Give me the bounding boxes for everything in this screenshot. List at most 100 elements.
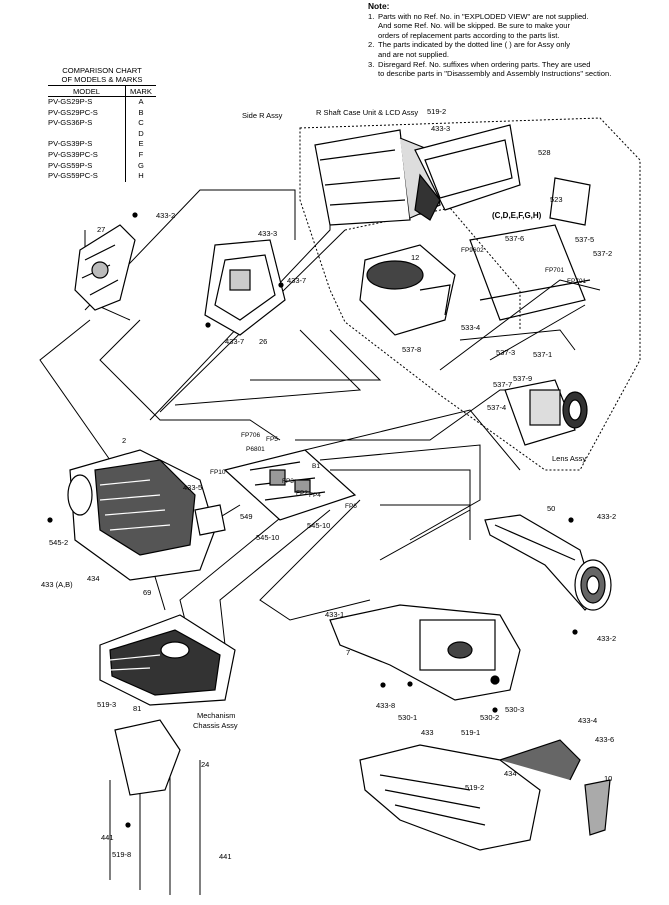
callout: 7 bbox=[346, 648, 350, 657]
callout: 537-9 bbox=[513, 374, 532, 383]
callout: 433-5 bbox=[183, 483, 202, 492]
mark-cell: A bbox=[125, 96, 156, 108]
note-item-2: 2. The parts indicated by the dotted lin… bbox=[368, 40, 664, 59]
screw-marks bbox=[47, 212, 578, 828]
mark-cell: D bbox=[125, 128, 156, 140]
callout: 537-8 bbox=[402, 345, 421, 354]
mark-cell: E bbox=[125, 139, 156, 150]
side-bracket-part bbox=[74, 224, 136, 311]
wire-line bbox=[304, 409, 521, 471]
callout: 433-7 bbox=[225, 337, 244, 346]
callout: 434 bbox=[504, 769, 517, 778]
callout: 50 bbox=[547, 504, 555, 513]
mechanism-label: Mechanism bbox=[197, 711, 235, 720]
wire-line bbox=[259, 499, 371, 621]
callout: 441 bbox=[219, 852, 232, 861]
table-row: PV-GS29P-S A bbox=[48, 96, 156, 108]
callout: 519-3 bbox=[97, 700, 116, 709]
note-item-3: 3. Disregard Ref. No. suffixes when orde… bbox=[368, 60, 664, 79]
wire-line bbox=[439, 279, 601, 371]
flex-connector-label: FP2 bbox=[296, 490, 308, 497]
note-block: Note: 1. Parts with no Ref. No. in "EXPL… bbox=[368, 1, 664, 79]
callout: 519-2 bbox=[465, 783, 484, 792]
callout: 2 bbox=[122, 436, 126, 445]
comparison-chart-title: COMPARISON CHART bbox=[62, 66, 142, 75]
callout: 433-7 bbox=[287, 276, 306, 285]
flex-connector-label: P6801 bbox=[246, 446, 265, 453]
comparison-chart: COMPARISON CHART OF MODELS & MARKS MODEL… bbox=[48, 66, 156, 182]
callout: 545-10 bbox=[256, 533, 279, 542]
lens-assy-part bbox=[504, 379, 588, 446]
callout: 433-3 bbox=[258, 229, 277, 238]
note-line: Disregard Ref. No. suffixes when orderin… bbox=[378, 59, 591, 69]
mechanism-chassis-part bbox=[99, 614, 236, 706]
flex-connector-label: FP6 bbox=[345, 503, 357, 510]
callout: 26 bbox=[259, 337, 267, 346]
wire-line bbox=[174, 329, 362, 406]
wire-line bbox=[219, 509, 331, 646]
bracket-plate-part bbox=[479, 279, 591, 301]
table-header-row: MODEL MARK bbox=[48, 85, 156, 97]
callout: 549 bbox=[240, 512, 253, 521]
flex-connector-label: FP701 bbox=[567, 278, 587, 285]
main-board-part bbox=[223, 449, 357, 521]
chassis-assy-label: Chassis Assy bbox=[193, 721, 238, 730]
callout: 533-4 bbox=[461, 323, 480, 332]
model-cell: PV-GS29PC-S bbox=[48, 107, 98, 117]
note-number: 3. bbox=[368, 59, 375, 69]
callout: 433-6 bbox=[595, 735, 614, 744]
note-line: to describe parts in "Disassembly and As… bbox=[378, 69, 612, 79]
model-cell: PV-GS39PC-S bbox=[48, 149, 98, 159]
callout: 530-3 bbox=[505, 705, 524, 714]
main-body-part bbox=[67, 449, 216, 581]
hand-strap-part bbox=[484, 514, 612, 611]
column-header-model: MODEL bbox=[48, 85, 126, 97]
flex-connector-label: FP9602 bbox=[461, 247, 484, 254]
callout: 537-5 bbox=[575, 235, 594, 244]
callout: 433-1 bbox=[325, 610, 344, 619]
callout: 69 bbox=[143, 588, 151, 597]
callout: 433-2 bbox=[597, 634, 616, 643]
flex-connector-label: FP10 bbox=[210, 469, 226, 476]
callout: 523 bbox=[550, 195, 563, 204]
callout: 545-10 bbox=[307, 521, 330, 530]
flex-connector-label: FP3 bbox=[282, 478, 294, 485]
flex-connector-label: FP5 bbox=[266, 436, 278, 443]
note-line: The parts indicated by the dotted line (… bbox=[378, 40, 571, 50]
model-cell: PV-GS29P-S bbox=[48, 97, 93, 106]
note-number: 1. bbox=[368, 11, 375, 21]
grip-cover-part bbox=[359, 739, 611, 851]
wire-line bbox=[84, 189, 296, 311]
callout: 537-2 bbox=[593, 249, 612, 258]
callout: 433-2 bbox=[597, 512, 616, 521]
chassis-frame-part bbox=[329, 604, 521, 701]
callout: 530-1 bbox=[398, 713, 417, 722]
bracket-plate-part bbox=[469, 224, 586, 321]
speaker-block-part bbox=[359, 244, 456, 336]
wire-line bbox=[99, 319, 281, 441]
callout: 519-2 bbox=[427, 107, 446, 116]
note-item-1: 1. Parts with no Ref. No. in "EXPLODED V… bbox=[368, 12, 664, 41]
note-line: orders of replacement parts according to… bbox=[378, 30, 560, 40]
callout: 537-4 bbox=[487, 403, 506, 412]
note-line: and are not supplied. bbox=[378, 49, 449, 59]
model-cell: PV-GS39P-S bbox=[48, 139, 93, 149]
panel-part bbox=[549, 177, 591, 226]
table-row: D bbox=[48, 128, 156, 140]
column-header-mark: MARK bbox=[125, 85, 156, 97]
callout: 27 bbox=[97, 225, 105, 234]
callout: 530-2 bbox=[480, 713, 499, 722]
callout: 24 bbox=[201, 760, 209, 769]
wire-line bbox=[250, 329, 382, 381]
wire-line bbox=[330, 469, 471, 561]
callout: 433 (A,B) bbox=[41, 580, 73, 589]
flex-connector-label: FP4 bbox=[309, 492, 321, 499]
wire-line bbox=[489, 304, 586, 361]
callout: 537-3 bbox=[496, 348, 515, 357]
